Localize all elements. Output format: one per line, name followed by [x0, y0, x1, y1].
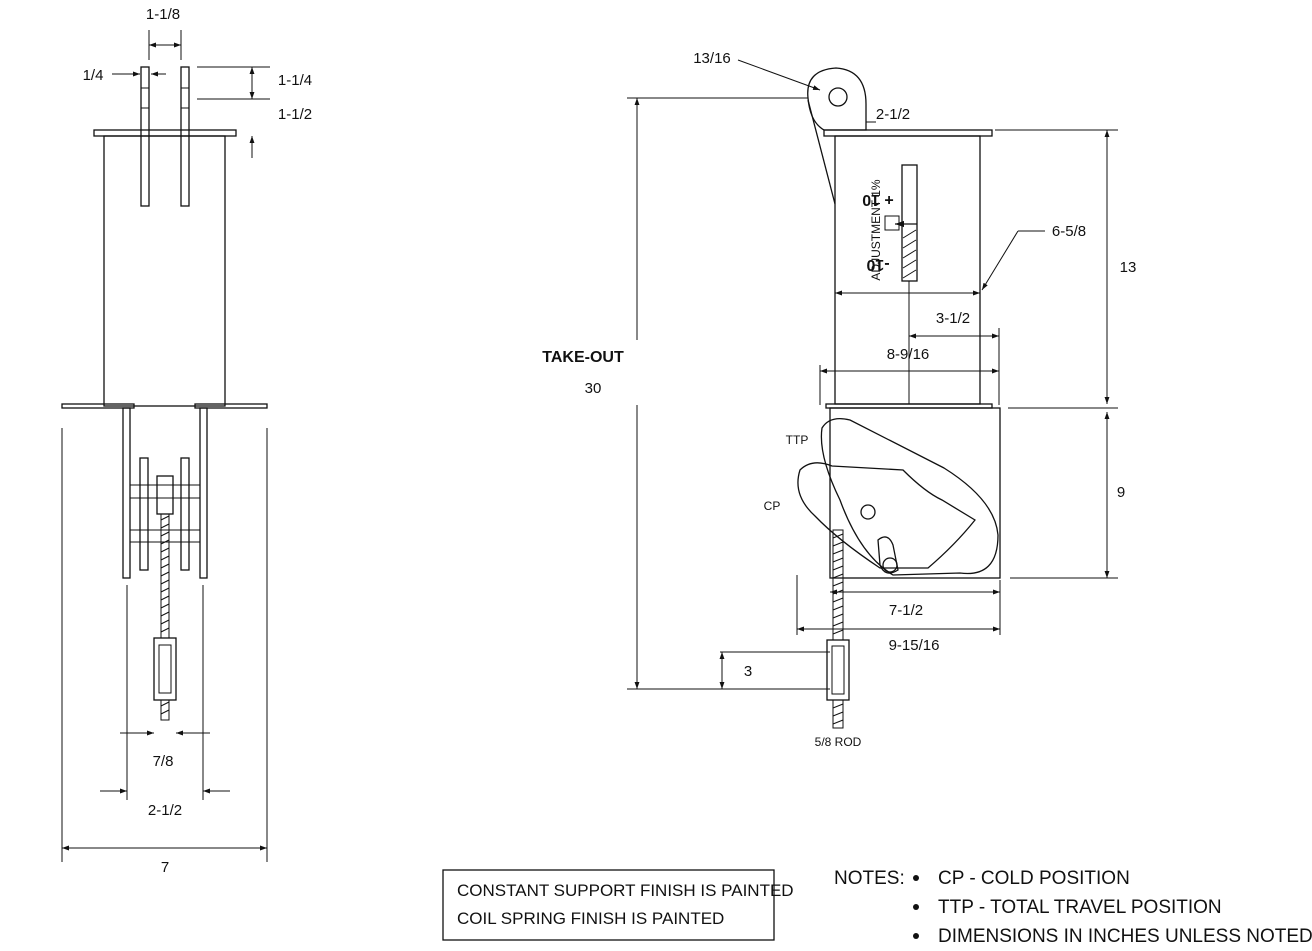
- notes-block: NOTES: CP - COLD POSITION TTP - TOTAL TR…: [834, 868, 1312, 947]
- dim-indicator-offset: 3-1/2: [936, 310, 970, 327]
- dim-can-width: 6-5/8: [1052, 223, 1086, 240]
- inner-plate-right: [180, 457, 190, 571]
- right-channel: [199, 407, 208, 579]
- can-body: [834, 135, 981, 405]
- finish-box: CONSTANT SUPPORT FINISH IS PAINTED COIL …: [442, 869, 794, 941]
- notes-bullet: [913, 933, 919, 939]
- load-lug: [807, 67, 867, 131]
- right-turnbuckle: [826, 639, 850, 701]
- load-scale-label: -10 + 10 ADJUSTMENT 1%: [862, 179, 894, 280]
- notes-bullet: [913, 904, 919, 910]
- dim-ear-offset: 1-1/2: [278, 106, 312, 123]
- left-bottom-plate-right: [194, 403, 268, 409]
- frame-box: [829, 407, 1001, 579]
- left-top-plate: [93, 129, 237, 137]
- scale-minus: -10: [866, 256, 889, 273]
- dim-channel-width: 2-1/2: [148, 802, 182, 819]
- cp-label: CP: [764, 499, 781, 513]
- left-lug-bar: [140, 66, 150, 207]
- dim-takeout-label: TAKE-OUT: [542, 349, 624, 366]
- note-item: DIMENSIONS IN INCHES UNLESS NOTED: [938, 926, 1312, 947]
- notes-bullet: [913, 875, 919, 881]
- right-lug-bar: [180, 66, 190, 207]
- lever-ttp: [820, 417, 999, 576]
- left-view: 1-1/8 1/4 1-1/4 1-1/2 7/8 2-1/2 7: [61, 6, 312, 876]
- inner-plate-left: [139, 457, 149, 571]
- dim-overall-width-right: 9-15/16: [889, 637, 940, 654]
- dim-can-height: 13: [1120, 259, 1137, 276]
- finish-line-1: CONSTANT SUPPORT FINISH IS PAINTED: [457, 881, 794, 900]
- left-bottom-plate-left: [61, 403, 135, 409]
- dim-flange-width: 8-9/16: [887, 346, 930, 363]
- dim-pin-hole: 13/16: [693, 50, 731, 67]
- dim-bar-thickness: 1/4: [83, 67, 104, 84]
- pin-hole: [828, 87, 848, 107]
- scale-caption: ADJUSTMENT 1%: [869, 179, 883, 280]
- note-item: TTP - TOTAL TRAVEL POSITION: [938, 897, 1222, 918]
- dim-frame-height: 9: [1117, 484, 1125, 501]
- finish-line-2: COIL SPRING FINISH IS PAINTED: [457, 909, 724, 928]
- dim-rod-clearance: 7/8: [153, 753, 174, 770]
- lever-cp: [797, 462, 976, 569]
- spring-pin: [882, 557, 898, 573]
- left-channel: [122, 407, 131, 579]
- note-item: CP - COLD POSITION: [938, 868, 1130, 889]
- rod-size-label: 5/8 ROD: [815, 735, 862, 749]
- rod-block: [156, 475, 174, 515]
- dim-lug-width: 2-1/2: [876, 106, 910, 123]
- pivot-pin: [860, 504, 876, 520]
- turnbuckle: [153, 637, 177, 701]
- left-can-body: [103, 135, 226, 407]
- dim-rod-engagement: 3: [744, 663, 752, 680]
- can-top-plate: [823, 129, 993, 137]
- dim-takeout-value: 30: [585, 380, 602, 397]
- scale-plus: + 10: [862, 191, 894, 208]
- dim-top-width: 1-1/8: [146, 6, 180, 23]
- dim-ear-height: 1-1/4: [278, 72, 312, 89]
- ttp-label: TTP: [786, 433, 809, 447]
- dim-frame-width: 7-1/2: [889, 602, 923, 619]
- right-view: -10 + 10 ADJUSTMENT 1% 13/16: [542, 50, 1136, 749]
- notes-heading: NOTES:: [834, 868, 905, 889]
- dim-overall-width: 7: [161, 859, 169, 876]
